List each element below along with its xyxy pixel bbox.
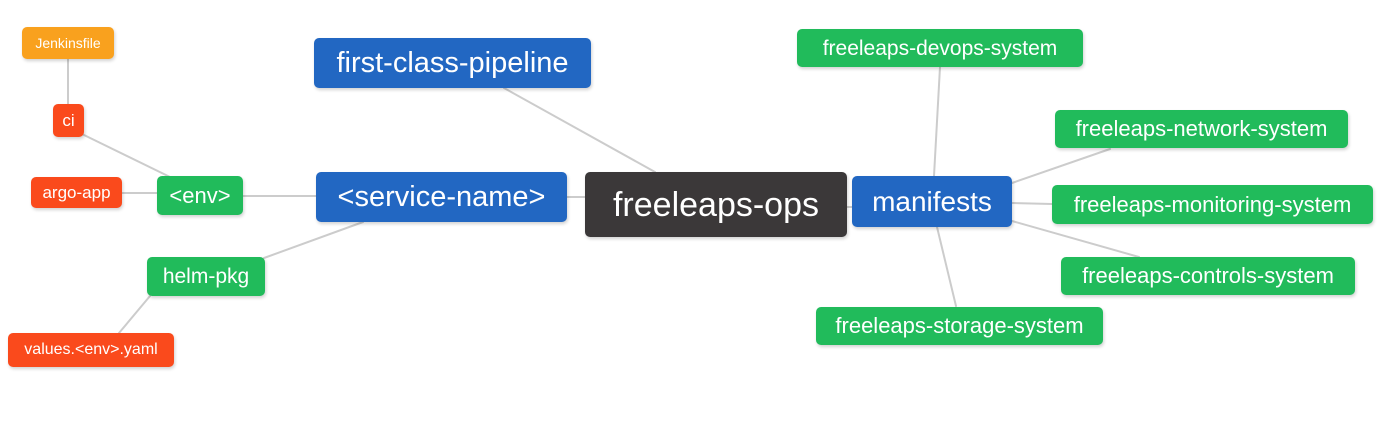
- node-label: Jenkinsfile: [35, 35, 101, 51]
- node-ci[interactable]: ci: [53, 104, 84, 137]
- edge-helm-pkg--values-env-yaml: [118, 295, 151, 334]
- node-label: freeleaps-ops: [612, 185, 819, 224]
- edge-ci--env: [83, 134, 171, 178]
- node-label: freeleaps-controls-system: [1082, 263, 1334, 288]
- edge-manifests--freeleaps-network-system: [1011, 148, 1111, 184]
- node-first-class-pipeline[interactable]: first-class-pipeline: [314, 38, 591, 88]
- node-freeleaps-monitoring-system[interactable]: freeleaps-monitoring-system: [1052, 185, 1373, 224]
- node-manifests[interactable]: manifests: [852, 176, 1012, 227]
- edge-manifests--freeleaps-monitoring-system: [1011, 202, 1053, 205]
- node-freeleaps-devops-system[interactable]: freeleaps-devops-system: [797, 29, 1083, 67]
- node-freeleaps-storage-system[interactable]: freeleaps-storage-system: [816, 307, 1103, 345]
- node-freeleaps-network-system[interactable]: freeleaps-network-system: [1055, 110, 1348, 148]
- node-label: freeleaps-storage-system: [835, 313, 1084, 338]
- node-label: first-class-pipeline: [336, 46, 569, 79]
- node-label: <env>: [169, 182, 231, 208]
- node-label: freeleaps-devops-system: [822, 36, 1058, 60]
- node-label: <service-name>: [337, 180, 546, 213]
- node-helm-pkg[interactable]: helm-pkg: [147, 257, 265, 296]
- node-env[interactable]: <env>: [157, 176, 243, 215]
- node-freeleaps-controls-system[interactable]: freeleaps-controls-system: [1061, 257, 1355, 295]
- node-freeleaps-ops[interactable]: freeleaps-ops: [585, 172, 847, 237]
- node-service-name[interactable]: <service-name>: [316, 172, 567, 222]
- node-label: argo-app: [42, 183, 111, 202]
- node-label: helm-pkg: [162, 265, 250, 288]
- node-label: manifests: [872, 185, 992, 217]
- node-label: values.<env>.yaml: [24, 341, 158, 358]
- edge-manifests--freeleaps-storage-system: [936, 226, 957, 307]
- node-label: freeleaps-monitoring-system: [1073, 191, 1352, 217]
- node-jenkinsfile[interactable]: Jenkinsfile: [22, 27, 114, 59]
- node-argo-app[interactable]: argo-app: [31, 177, 122, 208]
- edge-service-name--helm-pkg: [263, 221, 364, 259]
- edge-first-class-pipeline--freeleaps-ops: [503, 87, 656, 173]
- node-label: ci: [62, 111, 75, 130]
- edge-manifests--freeleaps-controls-system: [1011, 220, 1140, 258]
- node-label: freeleaps-network-system: [1075, 116, 1328, 141]
- edge-manifests--freeleaps-devops-system: [933, 66, 941, 177]
- node-values-env-yaml[interactable]: values.<env>.yaml: [8, 333, 174, 367]
